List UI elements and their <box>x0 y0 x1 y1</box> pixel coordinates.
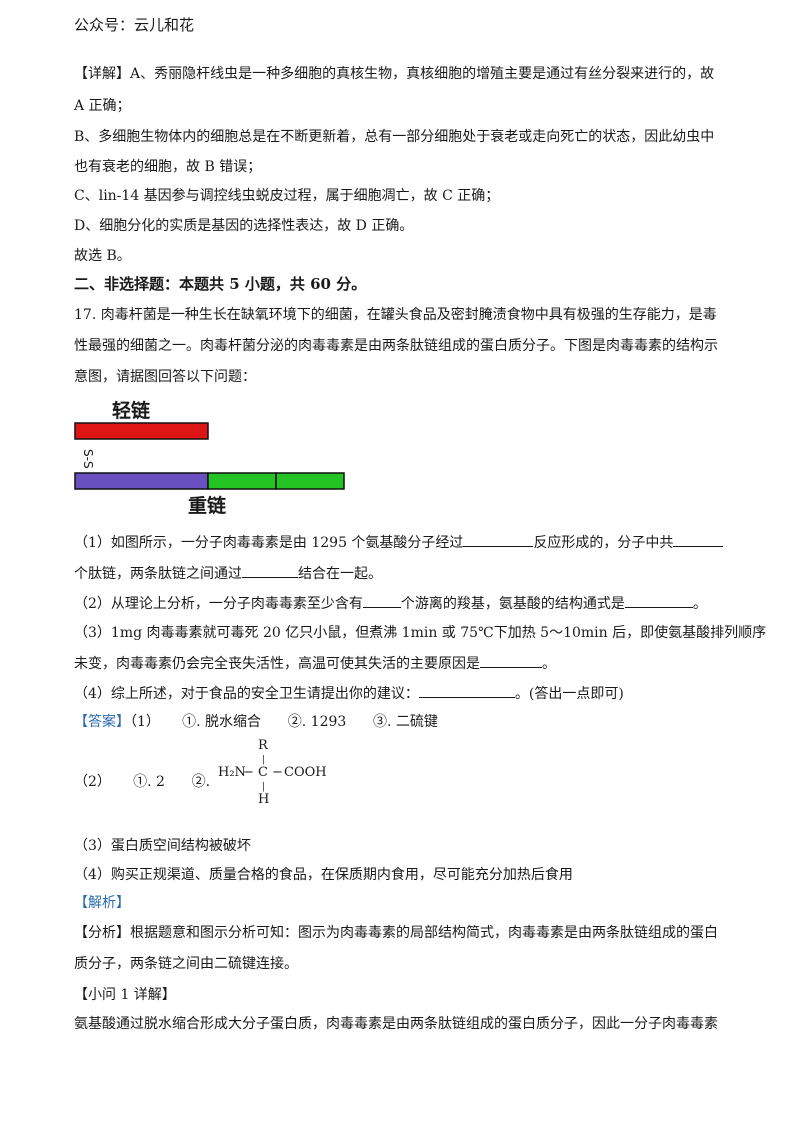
q4-text: 。(答出一点即可) <box>514 686 624 702</box>
q1-text: 个肽链，两条肽链之间通过 <box>74 566 242 582</box>
question-text: 性最强的细菌之一。肉毒杆菌分泌的肉毒毒素是由两条肽链组成的蛋白质分子。下图是肉毒… <box>74 338 718 354</box>
q1-text: 反应形成的，分子中共 <box>533 535 674 551</box>
q3-text: 。 <box>542 656 556 672</box>
answer-blank[interactable] <box>463 532 534 547</box>
analysis-tag: 【解析】 <box>74 895 130 911</box>
watermark-header: 公众号：云儿和花 <box>74 16 195 34</box>
q3-text: 未变，肉毒毒素仍会完全丧失活性，高温可使其失活的主要原因是 <box>74 656 480 672</box>
heavy-chain-label: 重链 <box>188 494 226 517</box>
q1-text: 结合在一起。 <box>298 566 382 582</box>
question-item-1-cont: 个肽链，两条肽链之间通过 结合在一起。 <box>74 563 382 584</box>
formula-bond: − <box>243 765 254 780</box>
formula-bond: − <box>272 765 283 780</box>
formula-r: R <box>258 738 268 753</box>
answer-line-3: （3）蛋白质空间结构被破坏 <box>74 838 251 854</box>
question-item-3-cont: 未变，肉毒毒素仍会完全丧失活性，高温可使其失活的主要原因是 。 <box>74 653 556 674</box>
answer-line-4: （4）购买正规渠道、质量合格的食品，在保质期内食用，尽可能充分加热后食用 <box>74 867 573 883</box>
explain-line: B、多细胞生物体内的细胞总是在不断更新着，总有一部分细胞处于衰老或走向死亡的状态… <box>74 129 715 145</box>
toxin-structure-diagram: 轻链 S-S 重链 <box>70 395 360 525</box>
answer-blank[interactable] <box>480 653 542 668</box>
explain-line: A 正确； <box>74 98 131 114</box>
formula-h: H <box>258 792 270 807</box>
question-item-3: （3）1mg 肉毒毒素就可毒死 20 亿只小鼠，但煮沸 1min 或 75℃下加… <box>74 625 767 641</box>
disulfide-bond-label: S-S <box>81 449 95 469</box>
explain-line: 也有衰老的细胞，故 B 错误； <box>74 159 262 175</box>
answer-line-2: （2） ①. 2 ②. <box>74 772 210 792</box>
answer-blank[interactable] <box>418 683 515 698</box>
analysis-text: 【分析】根据题意和图示分析可知：图示为肉毒毒素的局部结构简式，肉毒毒素是由两条肽… <box>74 925 718 941</box>
answer-blank[interactable] <box>362 593 401 608</box>
amino-acid-formula: R | H₂N − C − COOH | H <box>218 738 338 808</box>
answer-tag: 【答案】 <box>74 714 130 730</box>
answer-text: （1） ①. 脱水缩合 ②. 1293 ③. 二硫键 <box>130 714 438 730</box>
answer-line-1: 【答案】（1） ①. 脱水缩合 ②. 1293 ③. 二硫键 <box>74 712 438 732</box>
heavy-chain-green-segment <box>207 472 277 490</box>
q2-text: 。 <box>692 596 707 612</box>
formula-bond: | <box>262 782 266 792</box>
analysis-subtitle: 【小问 1 详解】 <box>74 987 176 1003</box>
answer-text: （2） ①. 2 ②. <box>74 774 211 790</box>
heavy-chain-green-segment <box>275 472 345 490</box>
light-chain-label: 轻链 <box>112 399 150 422</box>
formula-bond: | <box>262 755 266 765</box>
answer-blank[interactable] <box>242 563 298 578</box>
analysis-text: 氨基酸通过脱水缩合形成大分子蛋白质，肉毒毒素是由两条肽链组成的蛋白质分子，因此一… <box>74 1016 718 1032</box>
section-title: 二、非选择题：本题共 5 小题，共 60 分。 <box>74 275 367 293</box>
q4-text: （4）综上所述，对于食品的安全卫生请提出你的建议： <box>74 686 419 702</box>
question-text: 17. 肉毒杆菌是一种生长在缺氧环境下的细菌，在罐头食品及密封腌渍食物中具有极强… <box>74 307 717 323</box>
heavy-chain-purple-segment <box>74 472 209 490</box>
explain-line: D、细胞分化的实质是基因的选择性表达，故 D 正确。 <box>74 218 414 234</box>
answer-blank[interactable] <box>624 593 693 608</box>
explain-line: C、lin-14 基因参与调控线虫蜕皮过程，属于细胞凋亡，故 C 正确； <box>74 188 500 204</box>
formula-carbon: C <box>258 765 268 780</box>
light-chain-bar <box>74 422 209 440</box>
answer-blank[interactable] <box>673 532 724 547</box>
question-text: 意图，请据图回答以下问题： <box>74 369 256 385</box>
q1-text: （1）如图所示，一分子肉毒毒素是由 1295 个氨基酸分子经过 <box>74 535 464 551</box>
formula-left: H₂N <box>218 765 246 780</box>
explain-line: 【详解】A、秀丽隐杆线虫是一种多细胞的真核生物，真核细胞的增殖主要是通过有丝分裂… <box>74 66 715 82</box>
q2-text: （2）从理论上分析，一分子肉毒毒素至少含有 <box>74 596 363 612</box>
formula-right: COOH <box>284 765 327 780</box>
q2-text: 个游离的羧基，氨基酸的结构通式是 <box>400 596 625 612</box>
question-item-1: （1）如图所示，一分子肉毒毒素是由 1295 个氨基酸分子经过 反应形成的，分子中… <box>74 532 724 553</box>
analysis-text: 质分子，两条链之间由二硫键连接。 <box>74 956 298 972</box>
question-item-4: （4）综上所述，对于食品的安全卫生请提出你的建议： 。(答出一点即可) <box>74 683 624 704</box>
explain-line: 故选 B。 <box>74 248 131 264</box>
question-item-2: （2）从理论上分析，一分子肉毒毒素至少含有 个游离的羧基，氨基酸的结构通式是 。 <box>74 593 707 614</box>
